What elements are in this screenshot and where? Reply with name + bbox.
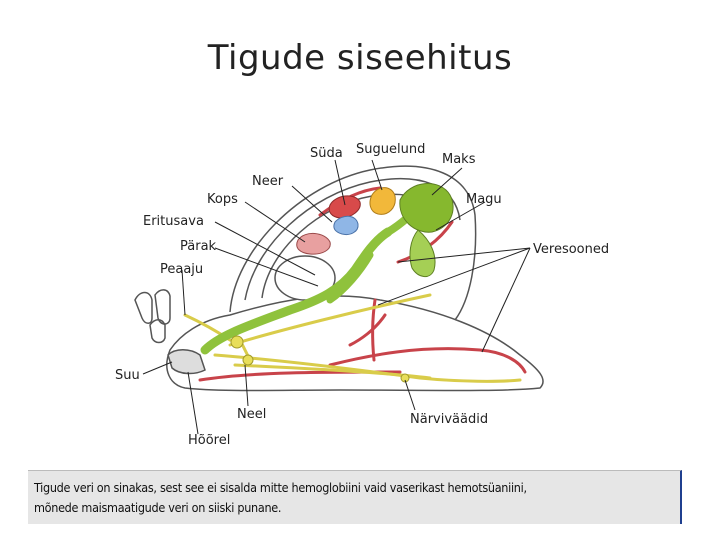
kidney — [334, 216, 358, 234]
caption-box: Tigude veri on sinakas, sest see ei sisa… — [28, 470, 682, 524]
label-neer: Neer — [252, 174, 284, 189]
label-eritusava: Eritusava — [143, 214, 204, 229]
label-syda: Süda — [310, 146, 343, 161]
gonad — [370, 188, 395, 215]
label-parak: Pärak — [180, 239, 217, 254]
label-hoorel: Hõõrel — [188, 433, 230, 448]
label-maks: Maks — [442, 152, 476, 167]
heart — [329, 196, 360, 218]
label-peaaju: Peaaju — [160, 262, 203, 277]
label-veresooned: Veresooned — [533, 242, 609, 257]
brain-ganglion — [231, 336, 243, 348]
label-narvivaadid: Närviväädid — [410, 412, 488, 427]
label-magu: Magu — [466, 192, 502, 207]
caption-line-2: mõnede maismaatigude veri on siiski puna… — [34, 498, 674, 518]
label-neel: Neel — [237, 407, 266, 422]
lung — [297, 233, 331, 254]
label-kops: Kops — [207, 192, 238, 207]
caption-line-1: Tigude veri on sinakas, sest see ei sisa… — [34, 478, 674, 498]
label-suguelund: Suguelund — [356, 142, 425, 157]
stomach — [410, 230, 435, 277]
label-suu: Suu — [115, 368, 140, 383]
